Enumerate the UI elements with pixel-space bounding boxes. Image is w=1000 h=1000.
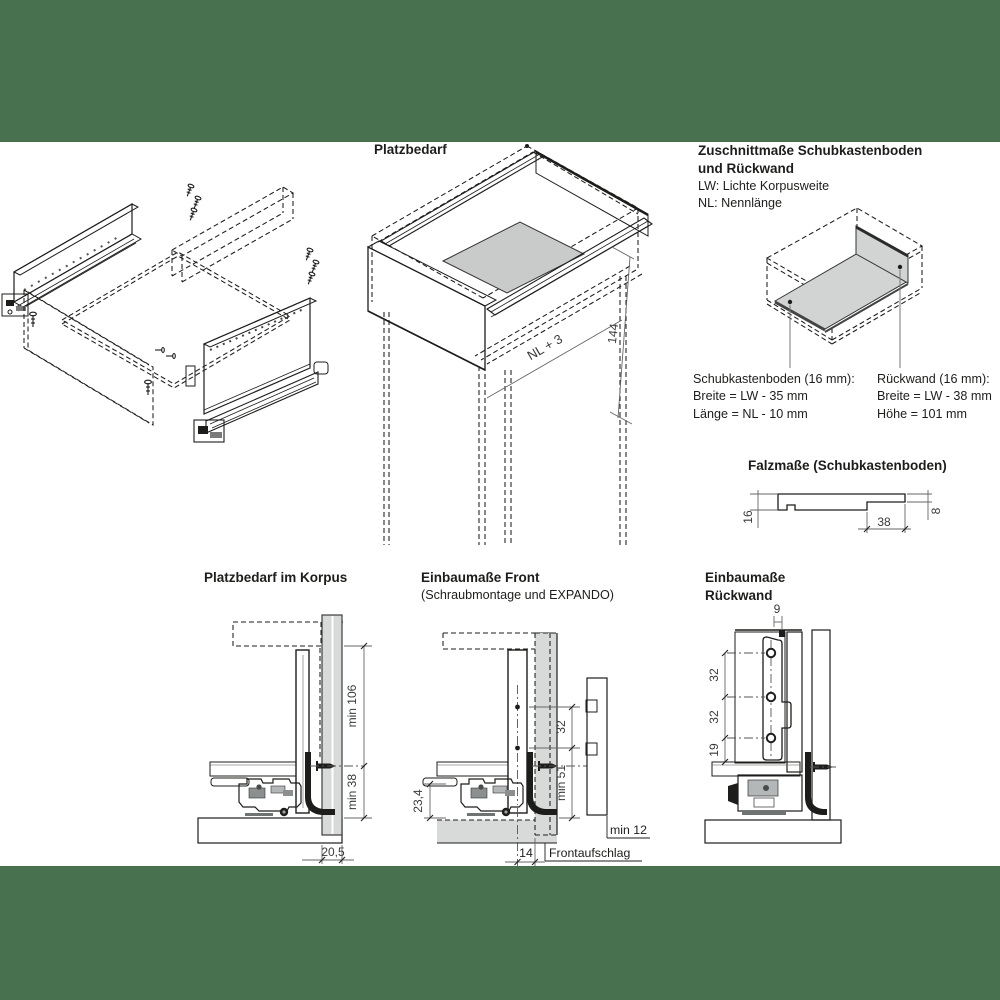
- dim-min38-label: min 38: [345, 774, 359, 810]
- front-bracket: [527, 752, 557, 815]
- bottom-strip: [210, 777, 250, 787]
- zuschnitt-title-line2: und Rückwand: [698, 161, 795, 176]
- bottom-strip: [422, 777, 458, 787]
- front-panel-dashed-section: [534, 632, 558, 836]
- front-bracket: [305, 752, 335, 815]
- dimension-14-frontaufschlag: 14 Frontaufschlag: [505, 808, 642, 866]
- dimension-234: 23,4: [411, 780, 446, 822]
- boden-spec-laenge: Länge = NL - 10 mm: [693, 406, 808, 421]
- top-green-band: [0, 0, 1000, 142]
- rear-hook-bracket: [805, 752, 827, 815]
- rear-bracket-plate: [762, 636, 792, 761]
- zuschnitt-lw: LW: Lichte Korpusweite: [698, 179, 830, 193]
- boden-spec-breite: Breite = LW - 35 mm: [693, 389, 808, 404]
- rueckwand-board-section: [734, 631, 786, 764]
- drawer-slide-rear: [728, 752, 838, 815]
- bottom-green-band: [0, 866, 1000, 1000]
- dim-38-label: 38: [877, 515, 891, 529]
- korpus-drawing: min 106 min 38 20,5: [197, 614, 372, 864]
- korpus-title: Platzbedarf im Korpus: [204, 570, 348, 585]
- front-panel-section: [319, 614, 343, 836]
- dimension-38: 38: [858, 504, 911, 533]
- zuschnitt-drawing: [765, 207, 924, 368]
- dimension-144: 144: [605, 246, 635, 425]
- drawer-bottom-section: [209, 761, 297, 777]
- exploded-assembly-drawing: [1, 183, 329, 443]
- cabinet-bottom-panel: [437, 819, 557, 844]
- front-subtitle: (Schraubmontage und EXPANDO): [421, 588, 614, 602]
- dim-14-label: 14: [519, 846, 533, 860]
- zuschnitt-nl: NL: Nennlänge: [698, 196, 783, 211]
- falz-drawing: 16 38 8: [741, 490, 943, 533]
- dim-8-label: 8: [929, 507, 943, 514]
- frontaufschlag-label: Frontaufschlag: [549, 846, 631, 860]
- platzbedarf-drawing: 144 NL + 3: [366, 144, 653, 545]
- cabinet-panel-section: [811, 629, 831, 821]
- drawer-bottom-section: [711, 761, 801, 777]
- dim-234-label: 23,4: [411, 789, 425, 813]
- rueckwand-drawing: 9 32 32 19: [704, 602, 842, 844]
- zuschnitt-heading: Zuschnittmaße Schubkastenboden und Rückw…: [698, 142, 922, 213]
- front-board-with-holes: [585, 677, 608, 816]
- dimension-min12: min 12: [606, 816, 650, 839]
- dim-19-label: 19: [707, 743, 721, 757]
- rueckwand-einbau-title1: Einbaumaße: [705, 570, 786, 585]
- rueckwand-einbau-heading: Einbaumaße Rückwand: [705, 569, 785, 605]
- front-heading: Einbaumaße Front (Schraubmontage und EXP…: [421, 569, 614, 604]
- back-wall-dashed: [170, 186, 295, 283]
- front-drawing: 32 min 51 23,4 min 12 14 Frontaufschlag: [411, 632, 650, 866]
- screws: [29, 183, 320, 395]
- dim-205-label: 20,5: [321, 845, 345, 859]
- dimension-chain-left: 32 32 19: [707, 649, 765, 766]
- dim-min106-label: min 106: [345, 684, 359, 727]
- drawer-side-section: [295, 649, 310, 814]
- front-title: Einbaumaße Front: [421, 570, 540, 585]
- dim-min12-label: min 12: [610, 823, 647, 837]
- dim-nl3-label: NL + 3: [524, 331, 565, 363]
- dim-32b-label: 32: [707, 710, 721, 724]
- space-requirement-dashed-box: [371, 144, 643, 545]
- offset-notch: [779, 630, 785, 637]
- dimension-9: 9: [773, 602, 783, 630]
- dimension-nl3: NL + 3: [486, 319, 623, 399]
- dimension-16: 16: [741, 490, 778, 528]
- bottom-panel-dashed: [60, 251, 292, 389]
- drawer-side-right: [193, 297, 329, 443]
- dim-min51-label: min 51: [554, 765, 568, 801]
- rueckwand-einbau-title2: Rückwand: [705, 588, 773, 603]
- zuschnitt-title-line1: Zuschnittmaße Schubkastenboden: [698, 143, 923, 158]
- drawer-side-section: [507, 649, 528, 814]
- platzbedarf-title: Platzbedarf: [374, 142, 447, 157]
- drawer-slide-mechanism: [238, 752, 365, 817]
- rueckwand-spec-title: Rückwand (16 mm):: [877, 372, 990, 386]
- drawer-box: [366, 150, 653, 372]
- falz-title: Falzmaße (Schubkastenboden): [748, 458, 947, 473]
- rueckwand-spec: Rückwand (16 mm): Breite = LW - 38 mm Hö…: [877, 371, 992, 423]
- drawer-slide-mechanism: [460, 752, 587, 817]
- dimension-8: 8: [907, 490, 943, 520]
- bottom-panel-profile: [777, 493, 906, 511]
- boden-spec: Schubkastenboden (16 mm): Breite = LW - …: [693, 371, 855, 423]
- cabinet-bottom-panel: [197, 817, 343, 844]
- cabinet-bottom-panel: [704, 819, 842, 844]
- panel-above-dashed: [232, 621, 322, 647]
- dimension-205: 20,5: [302, 845, 354, 864]
- rueckwand-spec-breite: Breite = LW - 38 mm: [877, 389, 992, 404]
- back-wall-panel: [855, 225, 909, 284]
- dimension-min106-min38: min 106 min 38: [344, 642, 372, 822]
- front-panel-dashed: [23, 289, 154, 426]
- drawer-side-left: [1, 202, 196, 387]
- drawer-bottom-section: [436, 761, 509, 777]
- dim-16-label: 16: [741, 510, 755, 524]
- dim-32-label: 32: [554, 720, 568, 734]
- dimension-32-min51: 32 min 51: [529, 703, 580, 822]
- dim-9-label: 9: [774, 602, 781, 616]
- boden-spec-title: Schubkastenboden (16 mm):: [693, 372, 855, 386]
- rueckwand-spec-hoehe: Höhe = 101 mm: [877, 406, 967, 421]
- dim-32a-label: 32: [707, 668, 721, 682]
